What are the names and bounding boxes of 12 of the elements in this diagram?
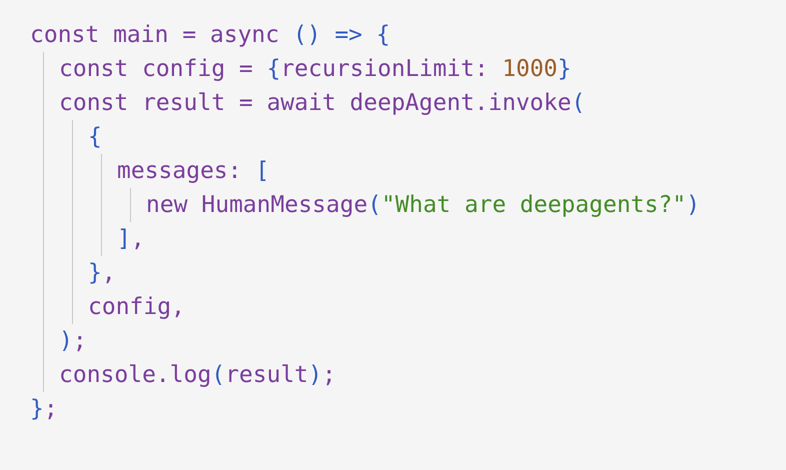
- code-line: const result = await deepAgent.invoke(: [59, 89, 586, 118]
- code-line: {: [88, 123, 102, 152]
- code-line: config,: [88, 293, 185, 322]
- code-line: const main = async () => {: [30, 21, 390, 50]
- code-line: );: [59, 327, 87, 356]
- code-line: console.log(result);: [59, 361, 336, 390]
- code-line: const config = {recursionLimit: 1000}: [59, 55, 572, 84]
- code-line: },: [88, 259, 116, 288]
- code-line: };: [30, 395, 58, 424]
- code-line: ],: [117, 225, 145, 254]
- code-line: messages: [: [117, 157, 270, 186]
- code-line: new HumanMessage("What are deepagents?"): [146, 191, 700, 220]
